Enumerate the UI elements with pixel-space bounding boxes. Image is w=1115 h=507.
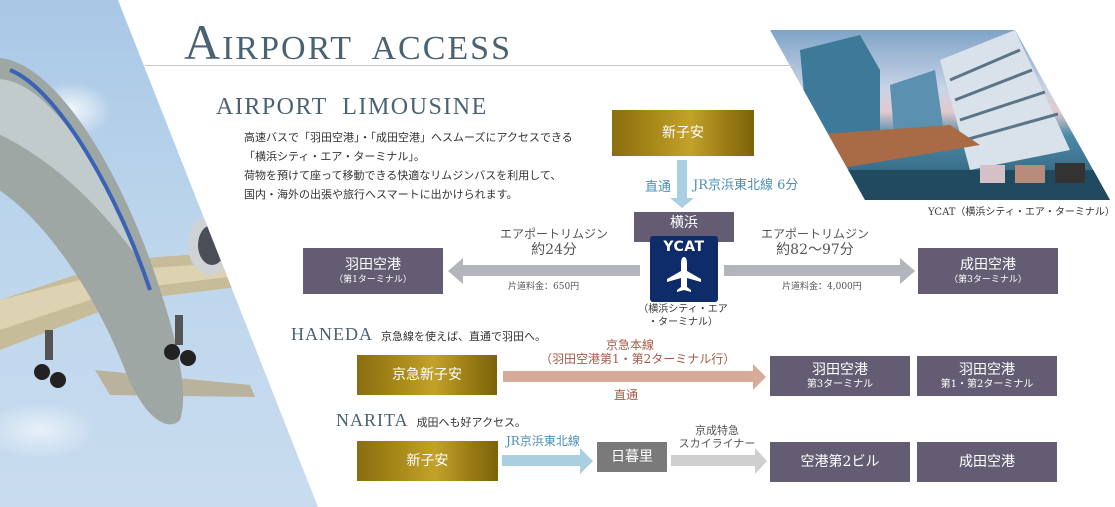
keikyu-line-label: 京急本線 （羽田空港第1・第2ターミナル行）: [540, 338, 736, 366]
dest-haneda-t1: 羽田空港 （第1ターミナル）: [303, 248, 443, 294]
station-shinkoyasu-narita: 新子安: [357, 441, 498, 481]
dest-name: 羽田空港: [812, 362, 868, 378]
station-name: 新子安: [662, 125, 704, 141]
description-line: 国内・海外の出張や旅行へスマートに出かけられます。: [244, 188, 518, 201]
right-arrow-icon: [753, 364, 766, 390]
station-name: 京急新子安: [392, 367, 462, 383]
title-divider: [145, 65, 795, 66]
dest-haneda-t1-t2: 羽田空港 第1・第2ターミナル: [917, 356, 1057, 396]
line-name: 京急本線: [605, 338, 654, 352]
hub-name: 横浜: [670, 215, 698, 231]
airplane-photo: [0, 0, 318, 507]
left-arrow-icon: [448, 258, 463, 284]
haneda-title: HANEDA: [291, 324, 373, 344]
station-shinkoyasu-limo: 新子安: [612, 110, 754, 156]
dest-sub: （第3ターミナル）: [949, 275, 1027, 285]
hub-caption-line: ・ターミナル）: [648, 317, 718, 328]
right-arrow-icon: [580, 448, 593, 474]
skyliner-label: 京成特急 スカイライナー: [672, 424, 762, 450]
dest-narita-t3: 成田空港 （第3ターミナル）: [918, 248, 1058, 294]
travel-time: 約24分: [531, 242, 577, 258]
dest-narita-airport: 成田空港: [917, 442, 1057, 482]
jr-line-label-narita: JR京浜東北線: [506, 434, 580, 448]
description-line: 荷物を預けて座って移動できる快適なリムジンバスを利用して、: [244, 169, 562, 182]
direct-label: 直通: [645, 180, 672, 195]
dest-airport-terminal2: 空港第2ビル: [770, 442, 910, 482]
dest-name: 羽田空港: [959, 362, 1015, 378]
fare-haneda: 片道料金：650円: [508, 282, 580, 292]
dest-name: 成田空港: [960, 257, 1016, 273]
hub-caption: （横浜シティ・エア ・ターミナル）: [628, 303, 738, 329]
skyliner-arrow-shaft: [671, 455, 757, 466]
line-name: 京成特急: [695, 424, 739, 437]
limousine-description: 高速バスで「羽田空港」・「成田空港」へスムーズにアクセスできる 「横浜シティ・エ…: [244, 128, 624, 204]
dest-sub: 第3ターミナル: [806, 379, 874, 390]
dest-haneda-t3: 羽田空港 第3ターミナル: [770, 356, 910, 396]
line-name: スカイライナー: [678, 437, 756, 450]
ycat-sign: YCAT: [650, 236, 718, 302]
station-name: 新子安: [406, 453, 449, 469]
limo-arrow-haneda-shaft: [462, 265, 640, 276]
airplane-illustration: [0, 57, 255, 425]
service-name: エアポートリムジン: [760, 227, 869, 241]
page-title-rest: IRPORT ACCESS: [222, 30, 512, 67]
jr-arrow-shaft: [502, 455, 582, 466]
limousine-heading: AIRPORT LIMOUSINE: [216, 94, 488, 120]
dest-name: 成田空港: [959, 454, 1015, 470]
dest-name: 空港第2ビル: [800, 454, 880, 470]
narita-heading: NARITA 成田へも好アクセス。: [336, 410, 526, 431]
keikyu-arrow-shaft: [503, 371, 755, 382]
dest-name: 羽田空港: [345, 257, 401, 273]
dest-sub: （第1ターミナル）: [334, 275, 412, 285]
jr-line-label: JR京浜東北線 6分: [693, 178, 799, 193]
narita-title: NARITA: [336, 410, 409, 430]
down-arrow-shaft: [677, 160, 687, 200]
service-name: エアポートリムジン: [499, 227, 608, 241]
travel-time: 約82〜97分: [776, 242, 854, 258]
ycat-sign-label: YCAT: [663, 239, 705, 255]
haneda-direct-label: 直通: [614, 388, 639, 402]
description-line: 高速バスで「羽田空港」・「成田空港」へスムーズにアクセスできる: [244, 131, 573, 144]
page-title: AIRPORT ACCESS: [184, 17, 512, 71]
haneda-tagline: 京急線を使えば、直通で羽田へ。: [381, 330, 546, 343]
right-arrow-icon: [900, 258, 915, 284]
photo-caption: YCAT（横浜シティ・エア・ターミナル）: [928, 207, 1115, 218]
ycat-building-photo: [770, 30, 1110, 200]
limo-arrow-narita-shaft: [724, 265, 902, 276]
haneda-heading: HANEDA 京急線を使えば、直通で羽田へ。: [291, 324, 546, 345]
hub-caption-line: （横浜シティ・エア: [638, 304, 728, 315]
right-arrow-icon: [755, 448, 767, 474]
narita-tagline: 成田へも好アクセス。: [416, 416, 527, 429]
station-name: 日暮里: [611, 449, 653, 465]
description-line: 「横浜シティ・エア・ターミナル」。: [244, 150, 425, 163]
limo-haneda-label: エアポートリムジン 約24分: [494, 226, 614, 258]
down-arrow-icon: [670, 198, 694, 208]
dest-sub: 第1・第2ターミナル: [940, 379, 1034, 390]
station-nippori: 日暮里: [597, 442, 667, 472]
page-title-initial: A: [184, 14, 223, 70]
limo-narita-label: エアポートリムジン 約82〜97分: [755, 226, 875, 258]
airplane-icon: [667, 257, 701, 292]
fare-narita: 片道料金：4,000円: [782, 282, 862, 292]
station-keikyu-shinkoyasu: 京急新子安: [357, 355, 497, 395]
line-destination: （羽田空港第1・第2ターミナル行）: [540, 352, 736, 366]
